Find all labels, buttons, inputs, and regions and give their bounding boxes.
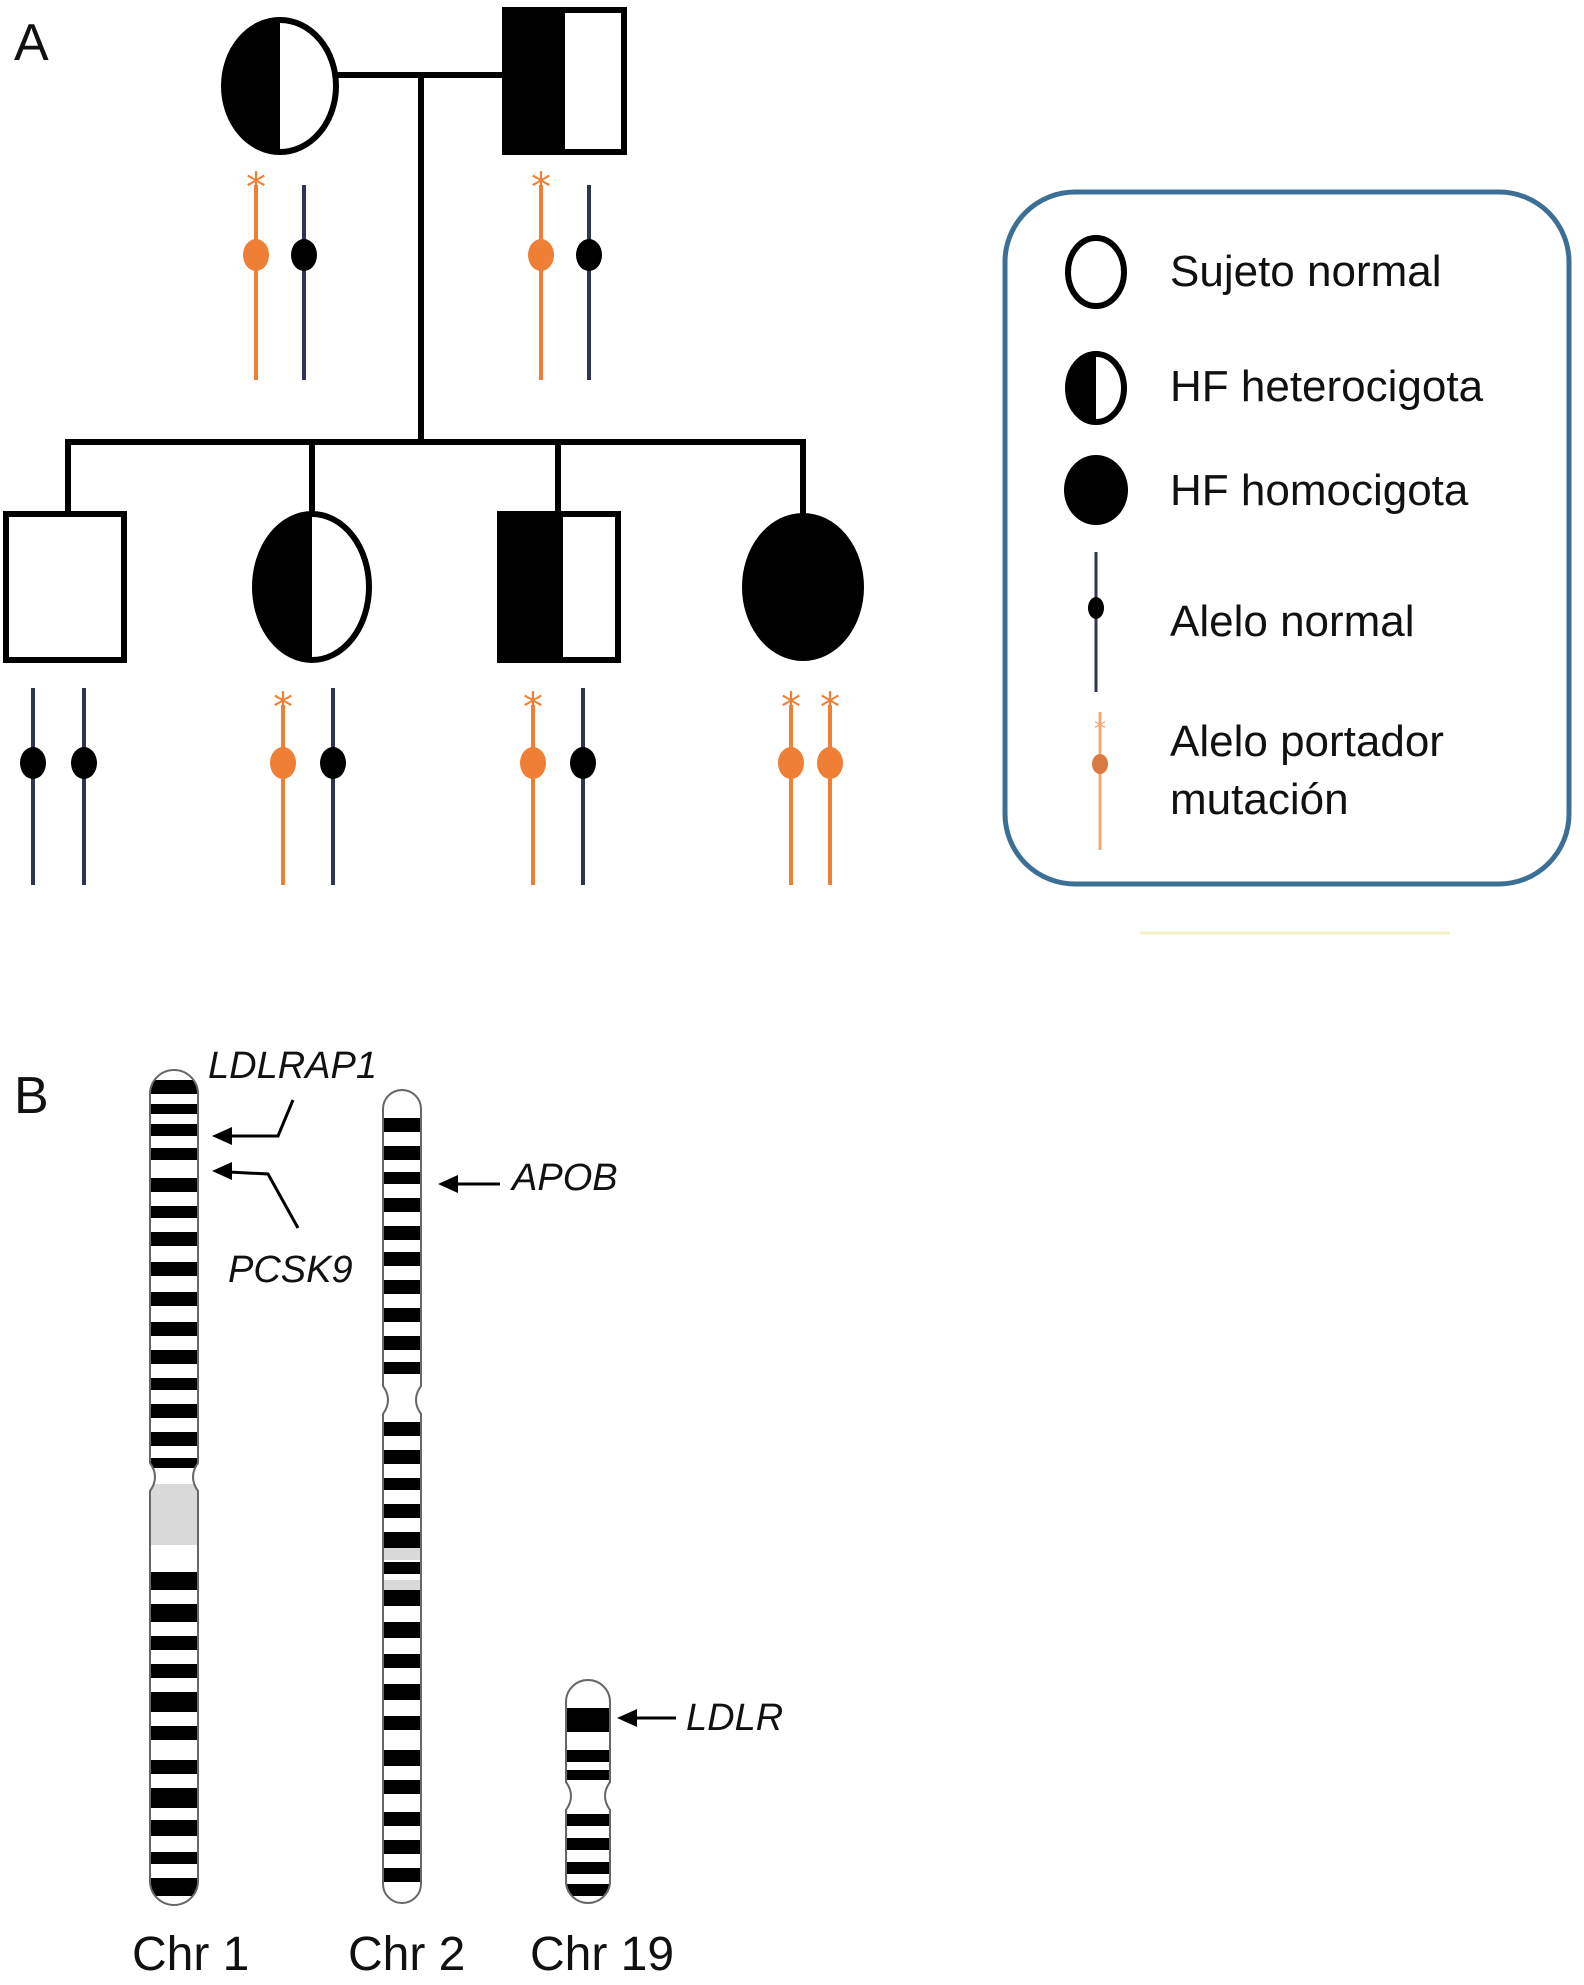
svg-text:*: * — [523, 685, 543, 731]
child4-mutant-allele-a: * — [778, 685, 804, 885]
father-mutant-allele: * — [528, 165, 554, 380]
child2-heterozygous-female — [252, 511, 372, 663]
legend-normal-allele-icon — [1088, 552, 1104, 692]
legend-mutant-allele-label-1: Alelo portador — [1170, 717, 1444, 766]
chr2-label: Chr 2 — [348, 1928, 465, 1981]
pcsk9-pointer-line — [227, 1170, 300, 1229]
legend-heterozygous-icon — [1065, 351, 1127, 425]
mother-normal-allele — [291, 185, 317, 380]
chr19-ideogram — [565, 1679, 611, 1904]
child1-normal-male — [3, 511, 127, 663]
chr1-label: Chr 1 — [132, 1928, 249, 1981]
svg-text:*: * — [1094, 715, 1106, 743]
gene-annotations — [212, 1099, 676, 1727]
gene-label-ldlr: LDLR — [686, 1697, 783, 1739]
ldlrap1-pointer-line — [228, 1099, 295, 1138]
svg-text:*: * — [246, 165, 266, 211]
child3-mutant-allele: * — [520, 685, 546, 885]
panel-b-letter: B — [14, 1067, 49, 1125]
child2-normal-allele — [320, 688, 346, 885]
gene-label-ldlrap1: LDLRAP1 — [208, 1045, 377, 1087]
father-heterozygous-male — [502, 7, 627, 155]
mother-mutant-allele: * — [243, 165, 269, 380]
legend-mutant-allele-icon: * — [1092, 712, 1108, 850]
chr2-ideogram — [382, 1089, 422, 1904]
mother-heterozygous-female — [221, 17, 339, 155]
chr19-ideogram-bands — [566, 1680, 610, 1903]
gene-label-apob: APOB — [510, 1157, 618, 1199]
svg-text:*: * — [781, 685, 801, 731]
child2-mutant-allele: * — [270, 685, 296, 885]
svg-text:*: * — [820, 685, 840, 731]
legend-mutant-allele-label-2: mutación — [1170, 775, 1349, 824]
allele-glyphs: * * * * * * — [20, 165, 843, 885]
apob-arrowhead — [438, 1175, 458, 1193]
legend-normal-allele-label: Alelo normal — [1170, 597, 1415, 646]
father-normal-allele — [576, 185, 602, 380]
legend: Sujeto normal HF heterocigota HF homocig… — [1064, 235, 1484, 850]
svg-text:*: * — [531, 165, 551, 211]
chr1-ideogram-bands — [150, 1070, 198, 1905]
chr2-ideogram-bands — [383, 1090, 421, 1903]
chr1-ideogram — [149, 1069, 199, 1906]
legend-homozygous-icon — [1064, 455, 1128, 525]
chromosome-ideograms — [149, 1069, 611, 1906]
child3-heterozygous-male — [497, 511, 621, 663]
legend-box — [1002, 189, 1572, 887]
ldlrap1-arrowhead — [212, 1127, 232, 1145]
ldlr-arrowhead — [617, 1709, 637, 1727]
legend-heterozygous-label: HF heterocigota — [1170, 362, 1484, 411]
svg-text:*: * — [273, 685, 293, 731]
child3-normal-allele — [570, 688, 596, 885]
legend-normal-subject-icon — [1065, 235, 1127, 309]
legend-homozygous-label: HF homocigota — [1170, 466, 1469, 515]
child4-homozygous-female — [742, 513, 864, 661]
child1-normal-allele-a — [20, 688, 46, 885]
pedigree — [3, 7, 864, 663]
chr19-label: Chr 19 — [530, 1928, 674, 1981]
child4-mutant-allele-b: * — [817, 685, 843, 885]
child1-normal-allele-b — [71, 688, 97, 885]
panel-a-letter: A — [14, 14, 49, 72]
legend-normal-subject-label: Sujeto normal — [1170, 247, 1441, 296]
gene-label-pcsk9: PCSK9 — [228, 1249, 353, 1291]
pcsk9-arrowhead — [212, 1162, 232, 1180]
